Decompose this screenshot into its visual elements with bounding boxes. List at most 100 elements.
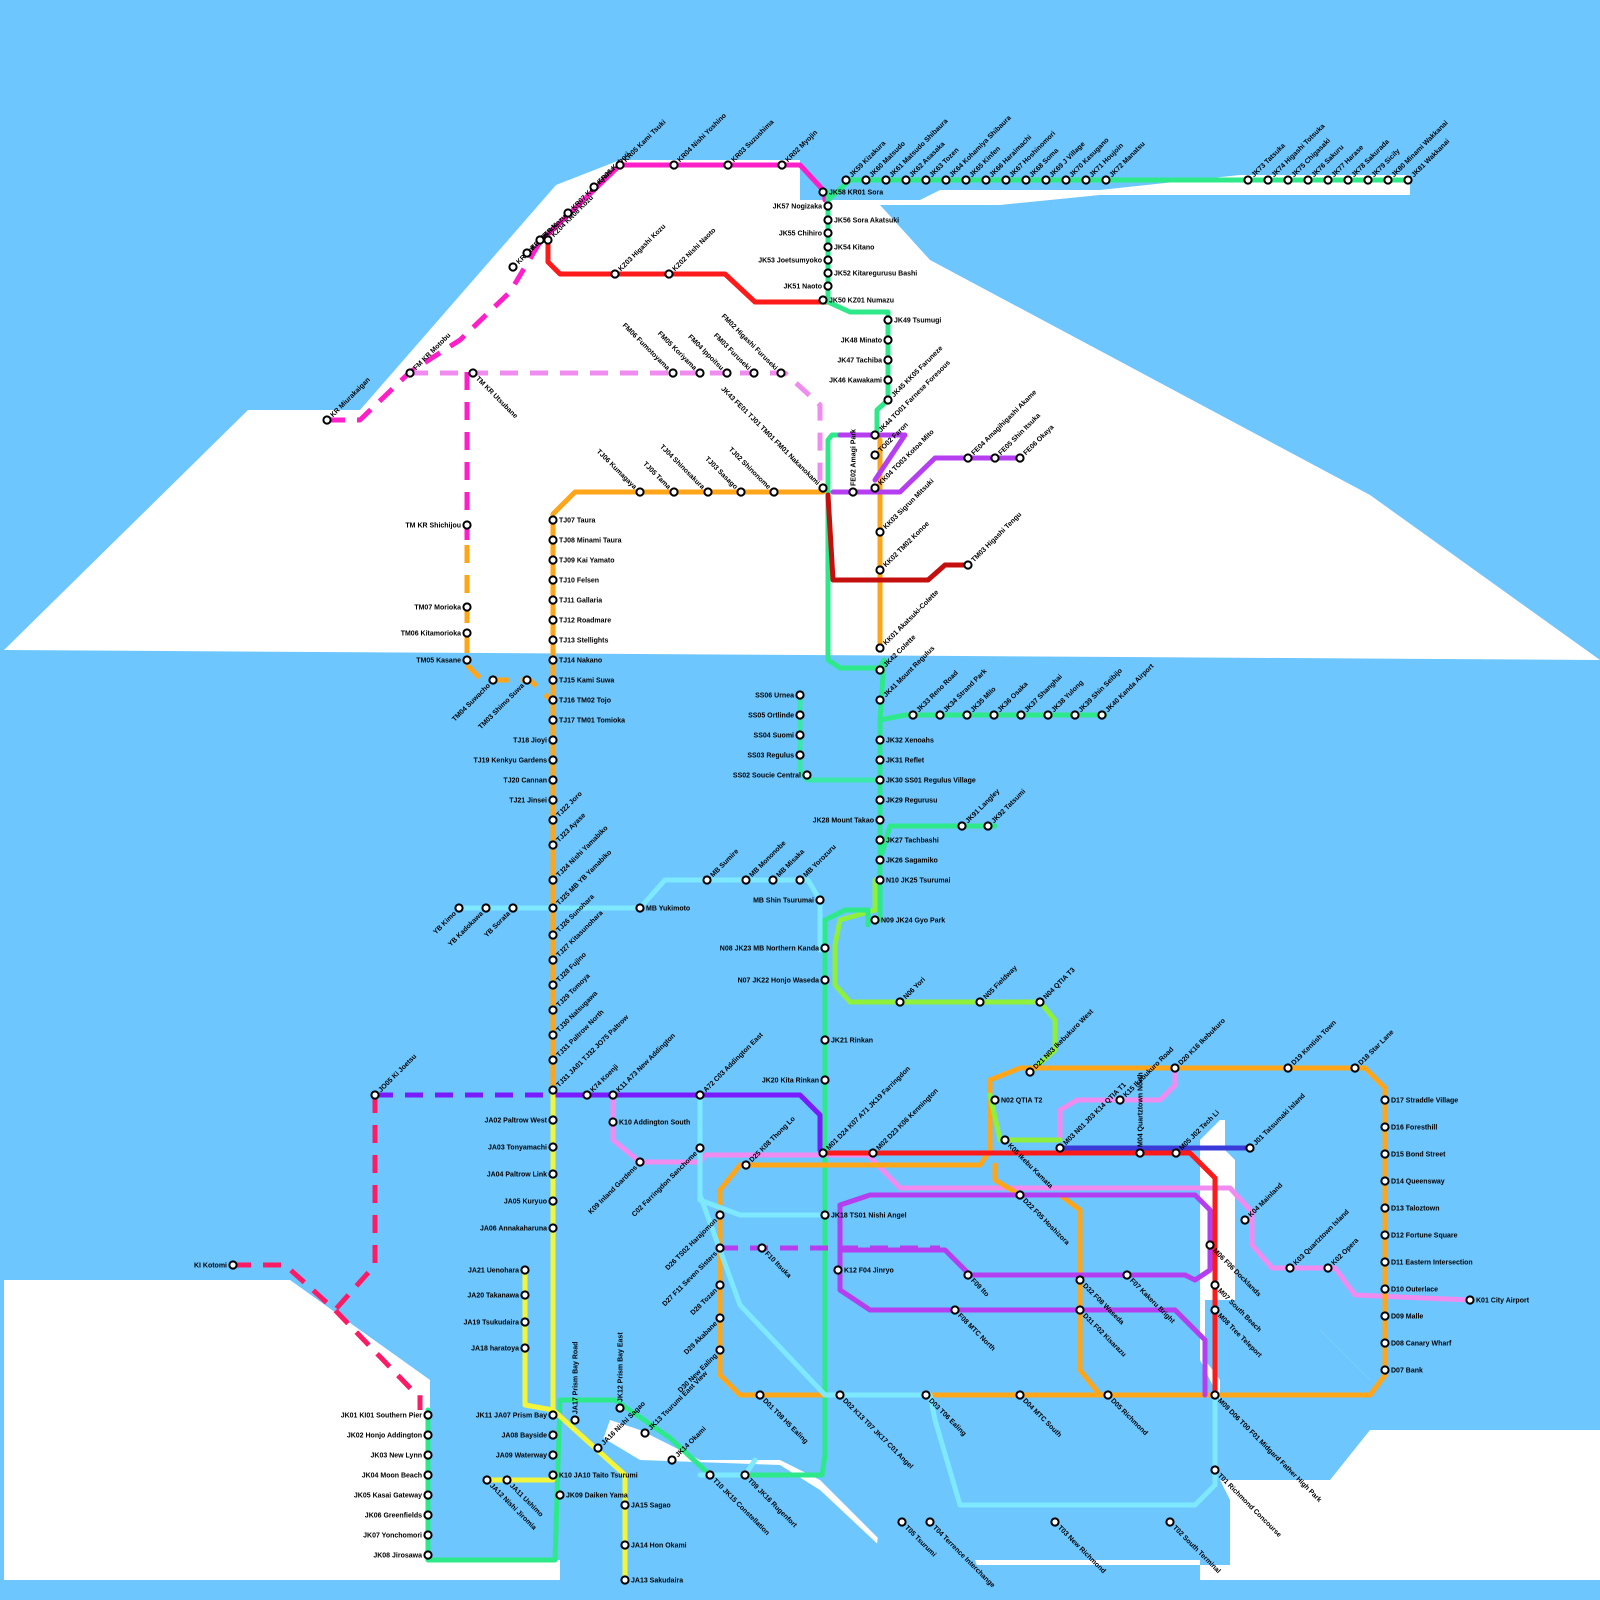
station-marker[interactable]: JA03 Tonyamachi — [488, 1143, 557, 1151]
station-dot[interactable] — [849, 488, 856, 495]
station-dot[interactable] — [1001, 1136, 1008, 1143]
station-dot[interactable] — [882, 176, 889, 183]
station-dot[interactable] — [796, 876, 803, 883]
station-dot[interactable] — [1211, 1281, 1218, 1288]
station-dot[interactable] — [796, 691, 803, 698]
station-dot[interactable] — [769, 876, 776, 883]
station-dot[interactable] — [1123, 1271, 1130, 1278]
station-marker[interactable]: TJ13 Stellights — [549, 636, 608, 644]
station-dot[interactable] — [1284, 176, 1291, 183]
station-dot[interactable] — [824, 216, 831, 223]
station-dot[interactable] — [1171, 1064, 1178, 1071]
station-dot[interactable] — [616, 161, 623, 168]
station-dot[interactable] — [549, 656, 556, 663]
station-marker[interactable]: JK12 Prism Bay East — [616, 1332, 624, 1412]
station-dot[interactable] — [1241, 1216, 1248, 1223]
station-dot[interactable] — [463, 629, 470, 636]
station-marker[interactable]: MB Shin Tsurumai — [753, 896, 824, 904]
station-marker[interactable]: JK09 Daiken Yama — [556, 1491, 627, 1499]
station-dot[interactable] — [1036, 998, 1043, 1005]
station-dot[interactable] — [884, 376, 891, 383]
station-dot[interactable] — [824, 282, 831, 289]
station-dot[interactable] — [1076, 1306, 1083, 1313]
station-dot[interactable] — [991, 1096, 998, 1103]
station-dot[interactable] — [704, 488, 711, 495]
station-dot[interactable] — [876, 756, 883, 763]
station-dot[interactable] — [777, 369, 784, 376]
station-dot[interactable] — [549, 556, 556, 563]
station-marker[interactable]: D08 Canary Wharf — [1381, 1339, 1452, 1347]
station-dot[interactable] — [964, 561, 971, 568]
station-dot[interactable] — [590, 183, 597, 190]
station-dot[interactable] — [770, 488, 777, 495]
station-dot[interactable] — [636, 488, 643, 495]
station-dot[interactable] — [1344, 176, 1351, 183]
station-dot[interactable] — [990, 711, 997, 718]
station-dot[interactable] — [737, 488, 744, 495]
station-marker[interactable]: JK50 KZ01 Numazu — [819, 296, 894, 304]
station-dot[interactable] — [549, 904, 556, 911]
station-dot[interactable] — [1022, 176, 1029, 183]
station-dot[interactable] — [716, 1244, 723, 1251]
station-dot[interactable] — [803, 771, 810, 778]
station-dot[interactable] — [703, 876, 710, 883]
station-dot[interactable] — [424, 1531, 431, 1538]
station-dot[interactable] — [1062, 176, 1069, 183]
station-marker[interactable]: M04 Quartztown North — [1136, 1072, 1144, 1156]
station-dot[interactable] — [758, 1244, 765, 1251]
station-dot[interactable] — [1324, 176, 1331, 183]
station-dot[interactable] — [483, 1476, 490, 1483]
station-dot[interactable] — [1116, 1096, 1123, 1103]
station-dot[interactable] — [1211, 1391, 1218, 1398]
station-dot[interactable] — [1016, 1391, 1023, 1398]
station-marker[interactable]: JA06 Annakaharuna — [480, 1224, 557, 1232]
station-dot[interactable] — [636, 904, 643, 911]
station-dot[interactable] — [884, 396, 891, 403]
station-dot[interactable] — [1211, 1306, 1218, 1313]
station-dot[interactable] — [463, 603, 470, 610]
station-dot[interactable] — [371, 1091, 378, 1098]
station-marker[interactable]: TJ17 TM01 Tomioka — [549, 716, 625, 724]
station-dot[interactable] — [424, 1491, 431, 1498]
station-marker[interactable]: JA04 Paltrow Link — [487, 1170, 557, 1178]
station-dot[interactable] — [1051, 1518, 1058, 1525]
station-dot[interactable] — [463, 656, 470, 663]
station-marker[interactable]: JA17 Prism Bay Road — [571, 1342, 579, 1424]
station-dot[interactable] — [962, 176, 969, 183]
station-marker[interactable]: JK11 JA07 Prism Bay — [476, 1411, 557, 1419]
station-dot[interactable] — [549, 1197, 556, 1204]
station-dot[interactable] — [696, 369, 703, 376]
station-dot[interactable] — [549, 616, 556, 623]
station-dot[interactable] — [862, 176, 869, 183]
station-dot[interactable] — [824, 269, 831, 276]
station-dot[interactable] — [884, 316, 891, 323]
station-dot[interactable] — [842, 176, 849, 183]
station-marker[interactable]: JK32 Xenoahs — [876, 736, 934, 744]
station-dot[interactable] — [1381, 1123, 1388, 1130]
station-dot[interactable] — [1324, 1264, 1331, 1271]
station-marker[interactable]: D15 Bond Street — [1381, 1150, 1446, 1158]
station-marker[interactable]: JK07 Yonchomori — [363, 1531, 431, 1539]
station-dot[interactable] — [816, 896, 823, 903]
station-marker[interactable]: TJ12 Roadmare — [549, 616, 611, 624]
station-dot[interactable] — [706, 1471, 713, 1478]
station-dot[interactable] — [549, 841, 556, 848]
station-dot[interactable] — [229, 1261, 236, 1268]
station-marker[interactable]: FE02 Amagi Park — [849, 429, 857, 496]
station-dot[interactable] — [1026, 1068, 1033, 1075]
station-dot[interactable] — [1284, 1064, 1291, 1071]
station-dot[interactable] — [621, 1576, 628, 1583]
station-dot[interactable] — [902, 176, 909, 183]
station-dot[interactable] — [824, 229, 831, 236]
station-dot[interactable] — [549, 1086, 556, 1093]
station-dot[interactable] — [482, 904, 489, 911]
station-dot[interactable] — [922, 1391, 929, 1398]
station-dot[interactable] — [549, 1116, 556, 1123]
station-dot[interactable] — [556, 1491, 563, 1498]
station-dot[interactable] — [549, 1411, 556, 1418]
station-dot[interactable] — [564, 209, 571, 216]
station-marker[interactable]: N07 JK22 Honjo Waseda — [738, 976, 829, 984]
station-dot[interactable] — [884, 336, 891, 343]
station-dot[interactable] — [876, 528, 883, 535]
station-dot[interactable] — [1381, 1150, 1388, 1157]
